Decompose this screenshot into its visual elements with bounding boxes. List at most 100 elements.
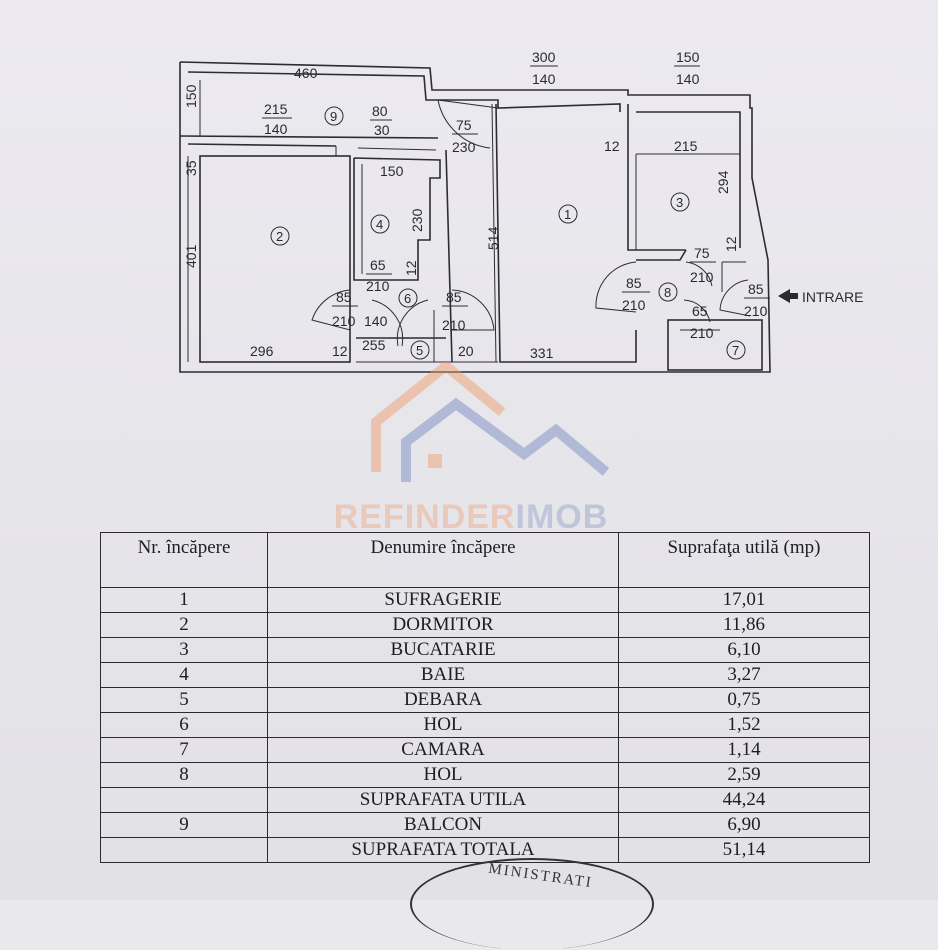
room-marker-6: 6 — [398, 288, 418, 308]
dim-210-entrance: 210 — [744, 303, 768, 319]
dim-85-mid: 85 — [446, 289, 462, 305]
room-number-9: 9 — [330, 109, 337, 124]
cell-area: 17,01 — [618, 587, 870, 613]
cell-area: 0,75 — [618, 687, 870, 713]
dim-30: 30 — [374, 122, 390, 138]
cell-name: BAIE — [267, 662, 619, 688]
cell-nr: 9 — [100, 812, 268, 838]
dim-85-entrance: 85 — [748, 281, 764, 297]
cell-area: 2,59 — [618, 762, 870, 788]
dim-140-top: 140 — [532, 71, 556, 87]
header-room-number: Nr. încăpere — [100, 532, 268, 588]
cell-nr: 6 — [100, 712, 268, 738]
dim-460: 460 — [294, 65, 318, 81]
dim-12-hall: 12 — [723, 236, 739, 252]
dim-296: 296 — [250, 343, 274, 359]
dim-514: 514 — [485, 226, 501, 250]
cell-area: 6,10 — [618, 637, 870, 663]
dim-210-camara: 210 — [690, 325, 714, 341]
dim-35: 35 — [183, 160, 199, 176]
dim-210-mid: 210 — [442, 317, 466, 333]
entrance-arrow-icon — [778, 289, 798, 303]
cell-name: SUPRAFATA TOTALA — [267, 837, 619, 863]
room-marker-3: 3 — [670, 192, 690, 212]
cell-name: HOL — [267, 712, 619, 738]
dim-230-door: 230 — [452, 139, 476, 155]
room-marker-4: 4 — [370, 214, 390, 234]
room-number-1: 1 — [564, 207, 571, 222]
room-number-6: 6 — [404, 291, 411, 306]
dim-75-hall: 75 — [694, 245, 710, 261]
cell-name: DORMITOR — [267, 612, 619, 638]
cell-name: HOL — [267, 762, 619, 788]
cell-area: 44,24 — [618, 787, 870, 813]
cell-name: CAMARA — [267, 737, 619, 763]
dim-230: 230 — [409, 208, 425, 232]
room-marker-2: 2 — [270, 226, 290, 246]
room-number-2: 2 — [276, 229, 283, 244]
header-usable-area: Suprafaţa utilă (mp) — [618, 532, 870, 588]
cell-nr — [100, 837, 268, 863]
cell-area: 11,86 — [618, 612, 870, 638]
dim-85-right: 85 — [626, 275, 642, 291]
dim-150-left: 150 — [183, 84, 199, 108]
cell-area: 1,52 — [618, 712, 870, 738]
room-marker-5: 5 — [410, 340, 430, 360]
room-number-4: 4 — [376, 217, 383, 232]
dim-80: 80 — [372, 103, 388, 119]
dim-210-hall: 210 — [690, 269, 714, 285]
dim-255: 255 — [362, 337, 386, 353]
dim-215-kitchen: 215 — [674, 138, 698, 154]
cell-area: 6,90 — [618, 812, 870, 838]
cell-nr: 5 — [100, 687, 268, 713]
dim-140: 140 — [264, 121, 288, 137]
plan-outer-wall — [179, 61, 771, 373]
dim-331: 331 — [530, 345, 554, 361]
cell-nr: 3 — [100, 637, 268, 663]
dim-300: 300 — [532, 49, 556, 65]
header-room-name: Denumire încăpere — [267, 532, 619, 588]
dim-294: 294 — [715, 170, 731, 194]
dim-210-right: 210 — [622, 297, 646, 313]
cell-nr — [100, 787, 268, 813]
dim-210-left: 210 — [332, 313, 356, 329]
cell-name: SUFRAGERIE — [267, 587, 619, 613]
plan-inner-wall — [187, 71, 621, 112]
table-header-row: Nr. încăpere Denumire încăpere Suprafaţa… — [100, 532, 870, 588]
cell-name: BUCATARIE — [267, 637, 619, 663]
cell-name: SUPRAFATA UTILA — [267, 787, 619, 813]
dim-150-top: 150 — [676, 49, 700, 65]
cell-nr: 2 — [100, 612, 268, 638]
dim-65-bath: 65 — [370, 257, 386, 273]
room-number-8: 8 — [664, 285, 671, 300]
room-number-5: 5 — [416, 343, 423, 358]
dim-85-left: 85 — [336, 289, 352, 305]
room-marker-7: 7 — [726, 340, 746, 360]
cell-area: 1,14 — [618, 737, 870, 763]
cell-area: 3,27 — [618, 662, 870, 688]
rooms-table: Nr. încăpere Denumire încăpere Suprafaţa… — [100, 532, 870, 863]
room-marker-1: 1 — [558, 204, 578, 224]
cell-area: 51,14 — [618, 837, 870, 863]
entrance-label: INTRARE — [802, 289, 863, 305]
dim-401: 401 — [183, 244, 199, 268]
dim-210-bath: 210 — [366, 278, 390, 294]
dim-140-top-right: 140 — [676, 71, 700, 87]
dim-75: 75 — [456, 117, 472, 133]
cell-nr: 4 — [100, 662, 268, 688]
dim-150-mid: 150 — [380, 163, 404, 179]
room-marker-8: 8 — [658, 282, 678, 302]
dim-65-camara: 65 — [692, 303, 708, 319]
cell-name: BALCON — [267, 812, 619, 838]
dim-215: 215 — [264, 101, 288, 117]
